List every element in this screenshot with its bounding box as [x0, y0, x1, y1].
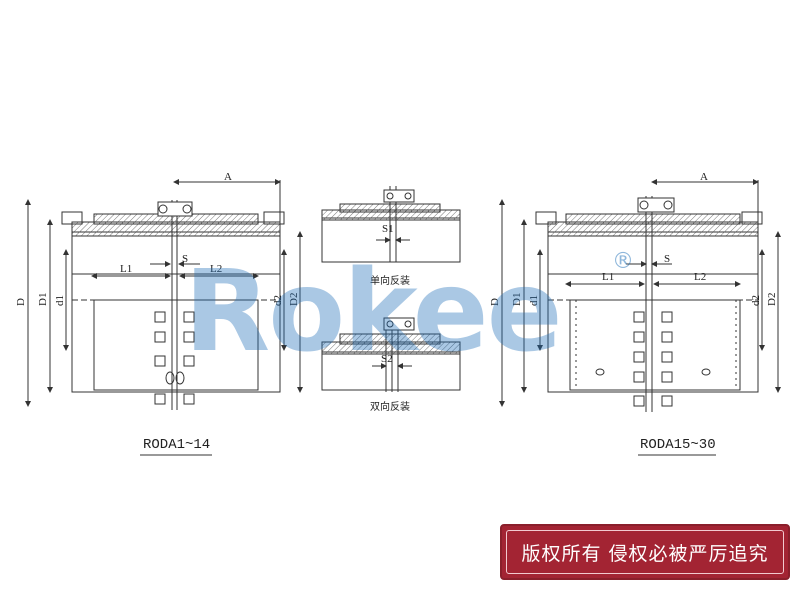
- middle-labels: S1 单向反装 S2 双向反装: [370, 223, 410, 413]
- registered-mark: ®: [612, 249, 634, 274]
- dim-D1: D1: [37, 293, 49, 306]
- dim-S1: S1: [382, 223, 394, 235]
- dim-D2: D2: [766, 293, 778, 306]
- dim-d1: d1: [528, 295, 540, 306]
- caption-double-reverse: 双向反装: [370, 400, 410, 413]
- dim-D1: D1: [511, 293, 523, 306]
- dim-L2: L2: [694, 271, 706, 283]
- dim-D: D: [15, 298, 27, 306]
- dim-d2: d2: [750, 295, 762, 306]
- left-coupling-drawing: [25, 179, 303, 456]
- dim-d2: d2: [272, 295, 284, 306]
- dim-L1: L1: [120, 263, 132, 275]
- dim-S2: S2: [381, 353, 393, 365]
- copyright-badge-border: 版权所有 侵权必被严厉追究: [506, 530, 784, 574]
- dim-L2: L2: [210, 263, 222, 275]
- dim-A: A: [700, 171, 708, 183]
- model-label-right: RODA15~30: [640, 437, 716, 453]
- watermark-text: Rokee: [184, 247, 561, 377]
- rokee-watermark: Rokee ®: [184, 247, 634, 377]
- copyright-badge: 版权所有 侵权必被严厉追究: [500, 524, 790, 580]
- model-label-left: RODA1~14: [143, 437, 210, 453]
- dim-L1: L1: [602, 271, 614, 283]
- dim-S: S: [182, 253, 188, 265]
- caption-single-reverse: 单向反装: [370, 274, 410, 287]
- right-dimension-labels: A S L1 L2 D D1 d1 d2 D2 RODA15~30: [489, 171, 778, 453]
- dim-A: A: [224, 171, 232, 183]
- dim-d1: d1: [54, 295, 66, 306]
- dim-S: S: [664, 253, 670, 265]
- middle-detail-drawings: [321, 186, 461, 392]
- copyright-text: 版权所有 侵权必被严厉追究: [521, 542, 769, 565]
- left-dimension-labels: A S L1 L2 D D1 d1 d2 D2 RODA1~14: [15, 171, 300, 453]
- dim-D: D: [489, 298, 501, 306]
- right-coupling-drawing: [499, 179, 781, 456]
- dim-D2: D2: [288, 293, 300, 306]
